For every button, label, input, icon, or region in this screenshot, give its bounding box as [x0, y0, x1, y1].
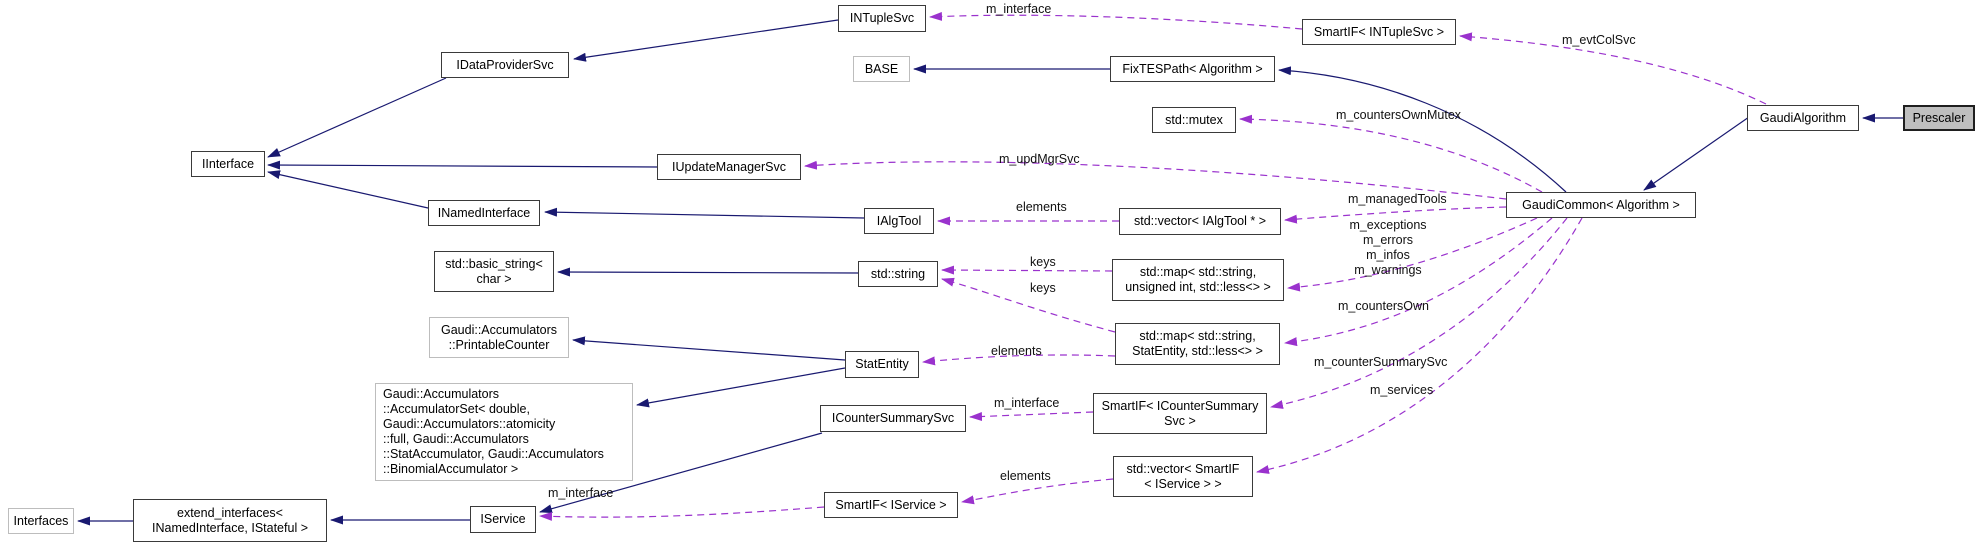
node-smartif-iservice[interactable]: SmartIF< IService >: [824, 492, 958, 518]
node-iinterface[interactable]: IInterface: [191, 151, 265, 177]
node-interfaces: Interfaces: [8, 508, 74, 534]
edge-label-m-services: m_services: [1370, 383, 1434, 397]
edge-usage-gaudicommon-mapstatentity: [1284, 217, 1553, 347]
node-std-mutex[interactable]: std::mutex: [1152, 107, 1236, 133]
node-printablecounter: Gaudi::Accumulators ::PrintableCounter: [429, 317, 569, 358]
edge-label-m-countersown: m_countersOwn: [1338, 299, 1430, 313]
node-ialgtool[interactable]: IAlgTool: [864, 208, 934, 234]
edge-usage-gaudicommon-smartificountersummary: [1270, 217, 1568, 409]
node-smartif-icountersummarysvc[interactable]: SmartIF< ICounterSummary Svc >: [1093, 393, 1267, 434]
edge-inherit-intuplesvc-idataprovidersvc: [573, 19, 839, 62]
node-std-basic-string[interactable]: std::basic_string< char >: [434, 251, 554, 292]
edge-usage-smartifiservice-iservice: [539, 506, 825, 521]
node-iupdatemanagersvc[interactable]: IUpdateManagerSvc: [657, 154, 801, 180]
edge-usage-mapstatentity-stdstring: [941, 277, 1116, 333]
edge-inherit-inamedinterface-iinterface: [267, 170, 429, 209]
node-prescaler: Prescaler: [1903, 105, 1975, 131]
edge-inherit-idataprovidersvc-iinterface: [267, 77, 447, 158]
node-smartif-intuplesvc[interactable]: SmartIF< INTupleSvc >: [1302, 19, 1456, 45]
edge-label-keys-1: keys: [1030, 255, 1056, 269]
node-fixtespath[interactable]: FixTESPath< Algorithm >: [1110, 56, 1275, 82]
node-map-string-statentity[interactable]: std::map< std::string, StatEntity, std::…: [1115, 323, 1280, 365]
edge-inherit-icountersummarysvc-iservice: [539, 432, 823, 514]
edge-usage-gaudicommon-iupdatemanagersvc: [804, 160, 1507, 200]
edge-inherit-gaudicommon-fixtespath: [1278, 66, 1567, 193]
node-base: BASE: [853, 56, 910, 82]
edge-label-m-interface-bottom: m_interface: [548, 486, 614, 500]
node-idataprovidersvc[interactable]: IDataProviderSvc: [441, 52, 569, 78]
node-inamedinterface[interactable]: INamedInterface: [428, 200, 540, 226]
edge-inherit-gaudialgorithm-gaudicommon: [1643, 116, 1750, 191]
edge-label-m-countersummarysvc: m_counterSummarySvc: [1314, 355, 1448, 369]
node-intuplesvc[interactable]: INTupleSvc: [838, 5, 926, 32]
edge-inherit-iupdatemanagersvc-iinterface: [267, 160, 658, 170]
node-iservice[interactable]: IService: [470, 506, 536, 533]
node-accumulatorset: Gaudi::Accumulators ::AccumulatorSet< do…: [375, 383, 633, 481]
node-gaudialgorithm[interactable]: GaudiAlgorithm: [1747, 105, 1859, 131]
edge-inherit-ialgtool-inamedinterface: [544, 207, 865, 219]
edge-usage-vectorsmartif-smartifiservice: [961, 478, 1114, 505]
edge-usage-gaudicommon-mapuint: [1287, 217, 1538, 292]
node-icountersummarysvc[interactable]: ICounterSummarySvc: [820, 405, 966, 432]
edge-label-m-countersownmutex: m_countersOwnMutex: [1336, 108, 1462, 122]
edge-label-m-updmgrsvc: m_updMgrSvc: [999, 152, 1080, 166]
edge-label-m-interface-mid: m_interface: [994, 396, 1060, 410]
edge-inherit-statentity-printablecounter: [572, 336, 846, 361]
edge-usage-gaudicommon-vectorialgtool: [1284, 206, 1507, 224]
edge-usage-gaudicommon-stdmutex: [1239, 114, 1543, 193]
node-extend-interfaces[interactable]: extend_interfaces< INamedInterface, ISta…: [133, 499, 327, 542]
edge-label-m-managedtools: m_managedTools: [1348, 192, 1447, 206]
node-map-string-uint[interactable]: std::map< std::string, unsigned int, std…: [1112, 259, 1284, 301]
edge-usage-smartificountersummary-icountersummarysvc: [969, 411, 1094, 422]
edge-label-keys-2: keys: [1030, 281, 1056, 295]
edge-label-elements-iservice: elements: [1000, 469, 1051, 483]
edge-inherit-stdstring-basicstring: [557, 267, 859, 277]
node-std-string[interactable]: std::string: [858, 261, 938, 287]
node-vector-smartif-iservice[interactable]: std::vector< SmartIF < IService > >: [1113, 456, 1253, 497]
edge-label-m-interface-top: m_interface: [986, 2, 1052, 16]
edge-label-m-evtcolsvc: m_evtColSvc: [1562, 33, 1636, 47]
node-statentity[interactable]: StatEntity: [845, 351, 919, 378]
edge-usage-smartifintuplesvc-intuplesvc: [929, 11, 1303, 30]
node-gaudicommon[interactable]: GaudiCommon< Algorithm >: [1506, 192, 1696, 218]
edge-label-elements-algtool: elements: [1016, 200, 1067, 214]
edge-inherit-statentity-accumulatorset: [636, 367, 846, 408]
edge-label-m-flags: m_exceptions m_errors m_infos m_warnings: [1349, 218, 1427, 277]
edge-usage-mapuint-stdstring: [941, 265, 1113, 275]
edge-usage-mapstatentity-statentity: [922, 354, 1116, 366]
edge-label-elements-statentity: elements: [991, 344, 1042, 358]
node-vector-ialgtool[interactable]: std::vector< IAlgTool * >: [1119, 208, 1281, 235]
edge-usage-gaudialgorithm-smartifintuplesvc: [1459, 32, 1767, 105]
